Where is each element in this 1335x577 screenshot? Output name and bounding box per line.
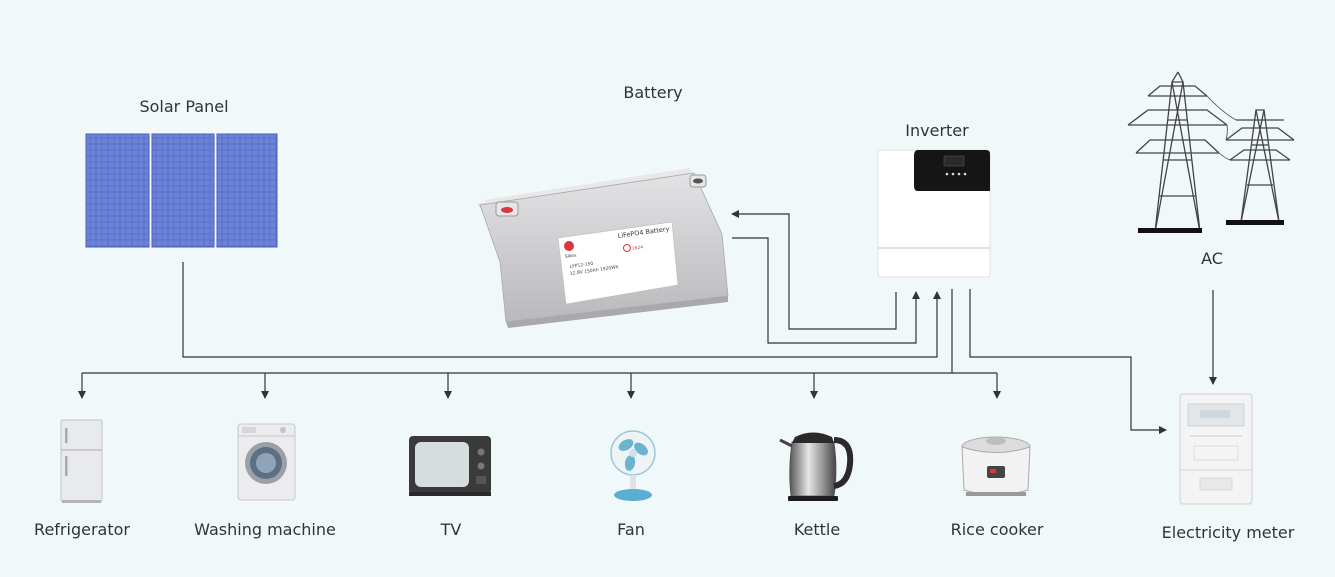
solar-panel-label: Solar Panel: [139, 97, 229, 116]
battery-to-inverter-line: [732, 237, 920, 344]
rice-cooker-image: [961, 436, 1031, 496]
refrigerator-image: [60, 419, 103, 503]
kettle-image: [779, 432, 854, 501]
washing-machine-image: [237, 423, 296, 501]
appliance-label-tv: TV: [440, 520, 462, 539]
tv-image: [409, 436, 491, 496]
inverter-to-battery-line: [731, 210, 897, 330]
battery-label: Battery: [623, 83, 683, 102]
appliance-label-washing-machine: Washing machine: [194, 520, 336, 539]
ac-label: AC: [1201, 249, 1223, 268]
battery-label-cert: 1624: [631, 244, 643, 252]
connection-lines: [78, 210, 1217, 434]
inverter-label: Inverter: [905, 121, 969, 140]
electricity-meter-image: [1179, 393, 1253, 505]
electricity-meter-label: Electricity meter: [1161, 523, 1295, 542]
fan-image: [610, 430, 656, 501]
appliance-label-kettle: Kettle: [793, 520, 841, 539]
inverter-image: [877, 149, 991, 278]
battery-label-model: LFP12-150: [569, 261, 593, 270]
inverter-to-meter-line: [969, 289, 1167, 434]
appliance-label-fan: Fan: [617, 520, 645, 539]
power-tower-icon: [1127, 71, 1295, 233]
battery-image: [478, 168, 729, 328]
appliance-label-rice-cooker: Rice cooker: [950, 520, 1044, 539]
solar-panel-image: [85, 133, 278, 248]
appliance-label-refrigerator: Refrigerator: [34, 520, 130, 539]
battery-label-brand: Sikes: [564, 252, 577, 260]
solar-to-inverter-line: [182, 262, 941, 358]
